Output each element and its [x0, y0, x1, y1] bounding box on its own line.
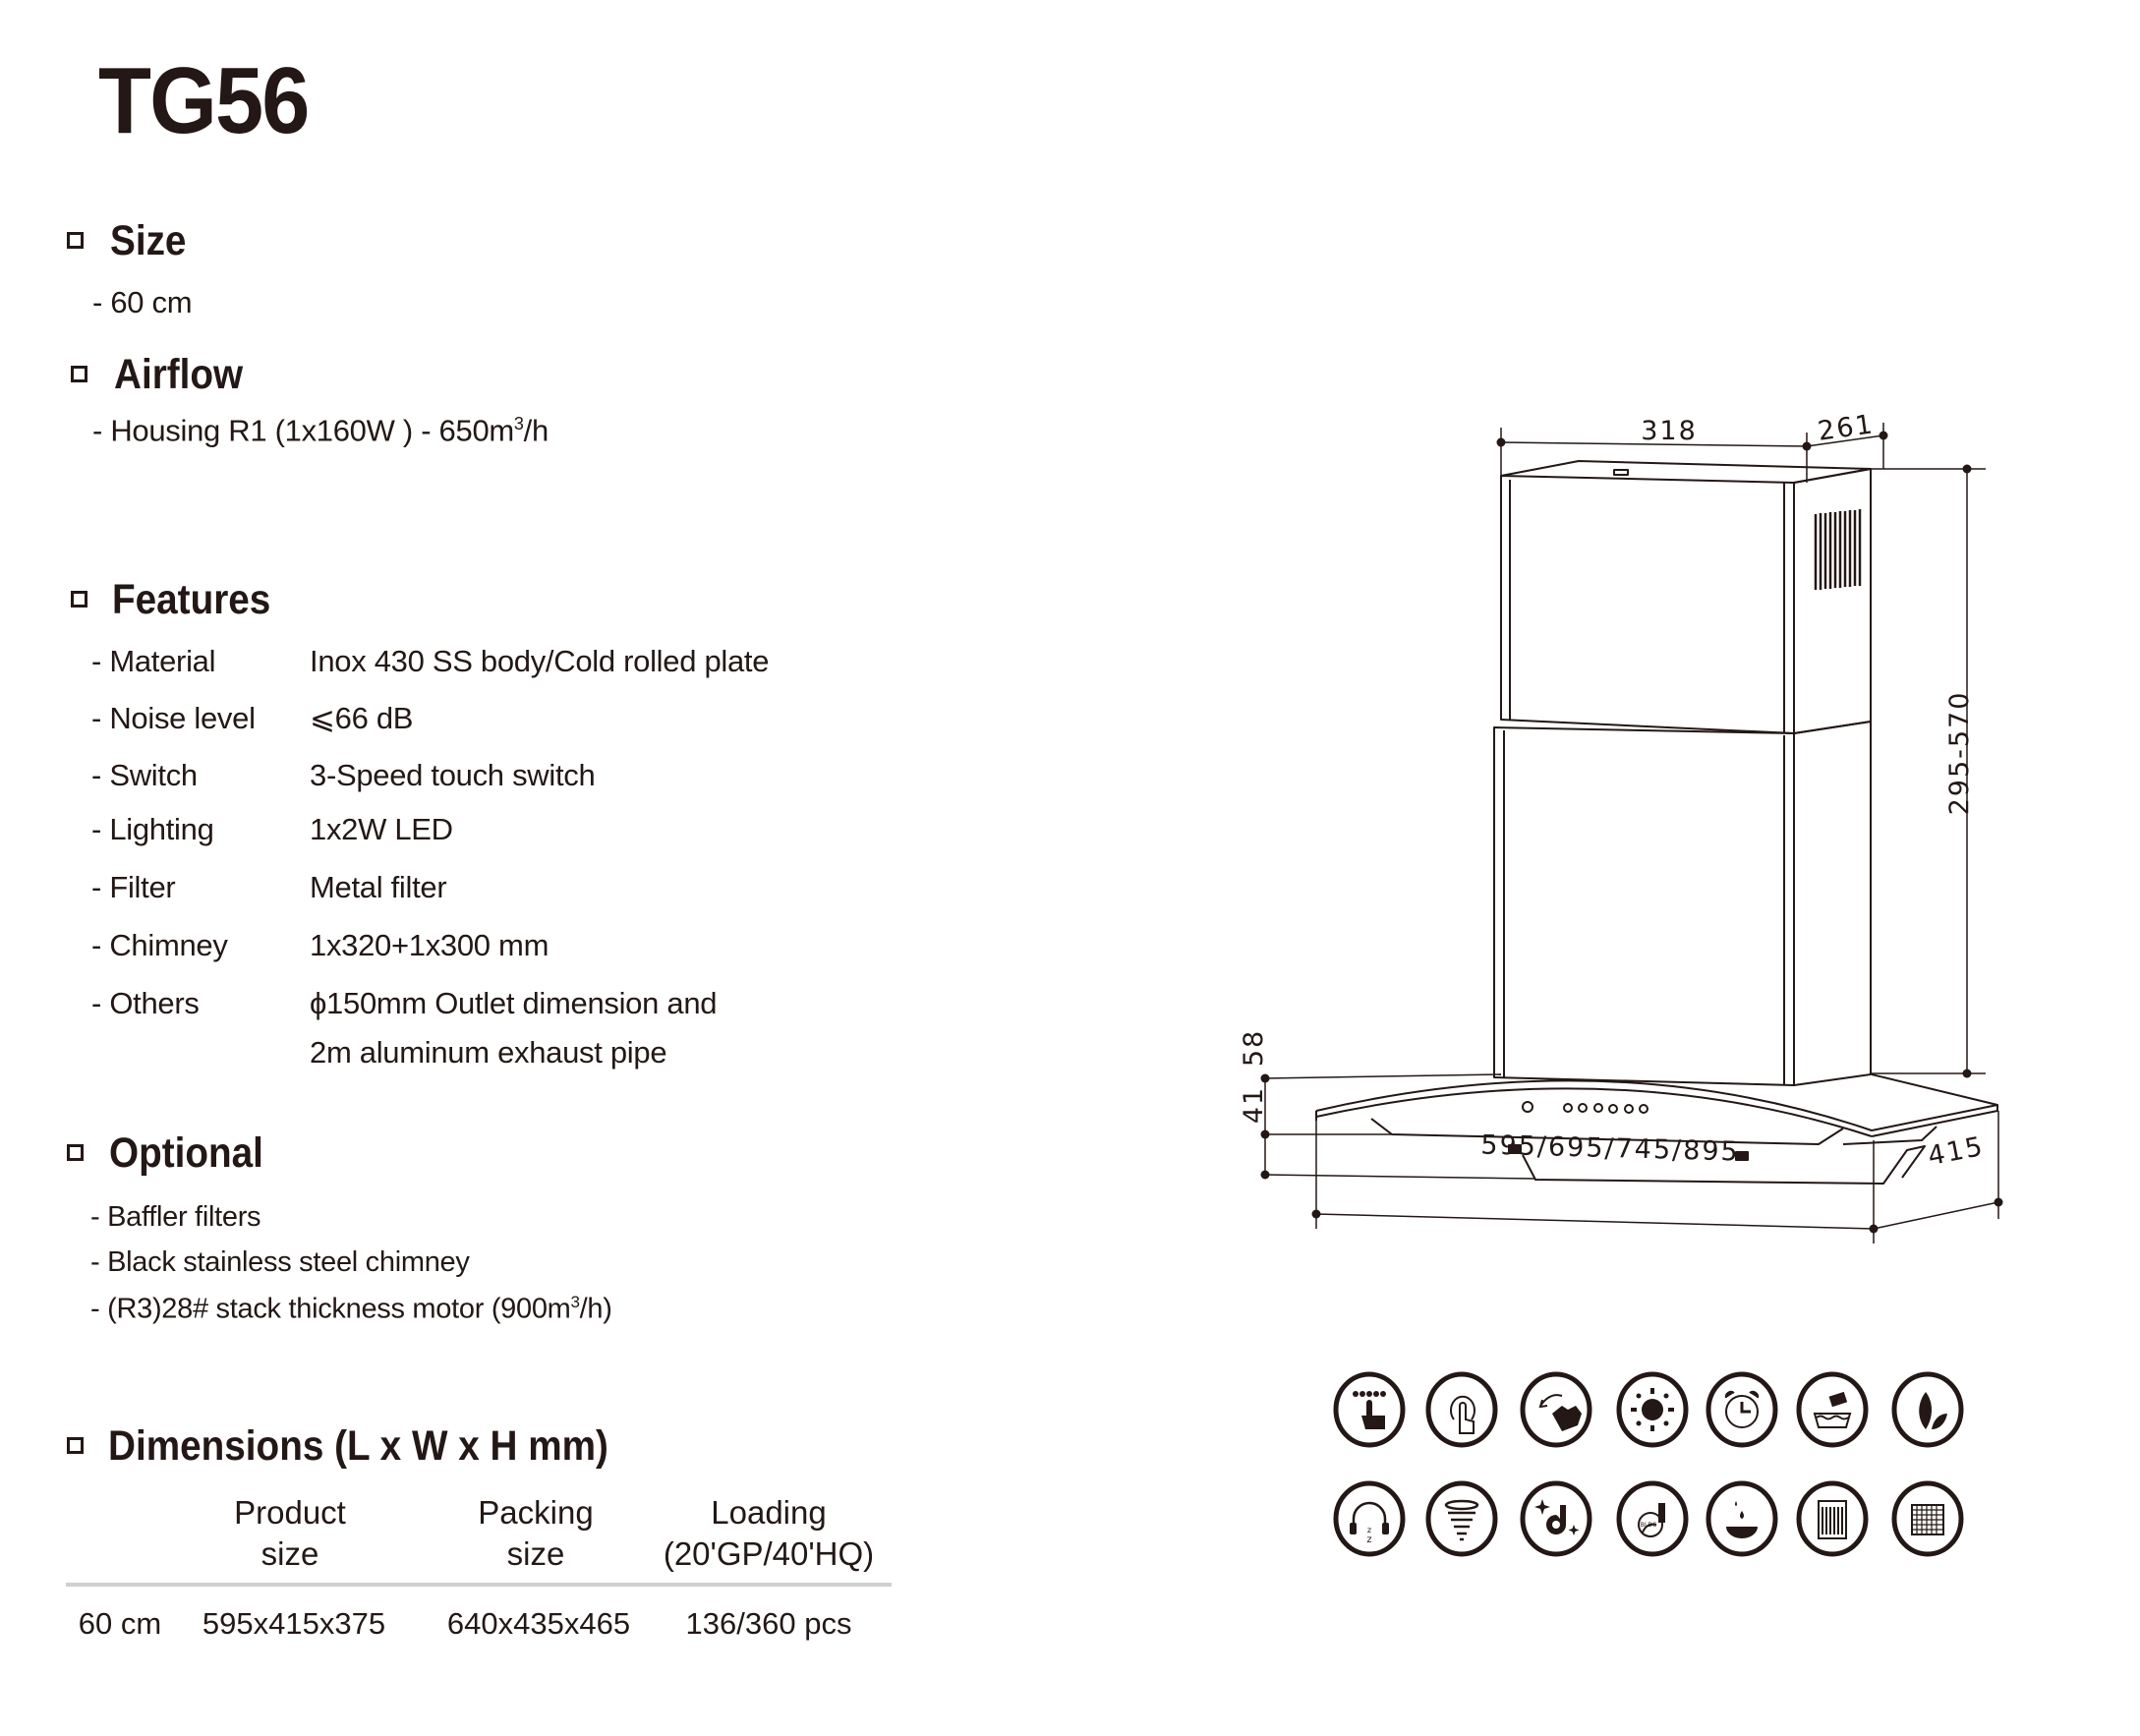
cell-packing-size: 640x435x465	[446, 1606, 631, 1641]
dim-hood-height-1: 58	[1239, 1029, 1269, 1067]
optional-item: - Black stainless steel chimney	[90, 1246, 470, 1278]
hood-glass-top	[1315, 1073, 1998, 1131]
svg-text:BLDC: BLDC	[1641, 1522, 1656, 1529]
optional-item: - Baffler filters	[90, 1201, 261, 1233]
oil-cup-icon	[1705, 1479, 1779, 1558]
dim-hood-height-2: 41	[1239, 1086, 1269, 1124]
size-heading: Size	[110, 217, 187, 264]
mesh-filter-icon	[1890, 1479, 1965, 1558]
feature-label: - Others	[91, 986, 200, 1020]
dim-width-top: 318	[1641, 416, 1698, 446]
feature-label: - Switch	[91, 758, 198, 792]
gesture-touch-icon	[1424, 1370, 1499, 1449]
tornado-suction-icon	[1424, 1479, 1499, 1558]
feature-value: ⩽66 dB	[310, 701, 414, 735]
dim-depth: 415	[1926, 1131, 1987, 1172]
timer-icon	[1705, 1370, 1779, 1449]
feature-value: Inox 430 SS body/Cold rolled plate	[310, 644, 770, 678]
feature-value: 1x320+1x300 mm	[310, 928, 549, 962]
feature-label: - Chimney	[91, 928, 228, 962]
feature-label: - Material	[91, 644, 216, 678]
cell-size: 60 cm	[78, 1606, 162, 1641]
touch-control-icon	[1332, 1370, 1407, 1449]
feature-value: 3-Speed touch switch	[310, 758, 596, 792]
feature-label: - Lighting	[91, 812, 214, 846]
table-divider	[66, 1583, 892, 1587]
eco-leaf-icon	[1890, 1370, 1965, 1449]
dim-width: 595/695/745/895	[1480, 1130, 1740, 1168]
feature-value: ϕ150mm Outlet dimension and	[310, 986, 718, 1020]
features-heading: Features	[112, 576, 271, 623]
upper-chimney-side	[1793, 468, 1872, 734]
upper-chimney-front	[1500, 475, 1795, 734]
size-value: - 60 cm	[92, 285, 193, 319]
dim-depth-top: 261	[1816, 409, 1876, 447]
checkbox-bullet-icon	[67, 232, 84, 249]
bldc-motor-icon: BLDC	[1615, 1479, 1690, 1558]
light-icon	[1615, 1370, 1690, 1449]
power-button-icon	[1522, 1101, 1533, 1113]
optional-heading: Optional	[109, 1129, 263, 1177]
checkbox-bullet-icon	[71, 366, 87, 382]
checkbox-bullet-icon	[71, 591, 87, 608]
optional-item: - (R3)28# stack thickness motor (900m3/h…	[90, 1293, 612, 1325]
header-loading: Loading(20'GP/40'HQ)	[663, 1494, 875, 1572]
wave-gesture-icon	[1519, 1370, 1593, 1449]
washable-icon	[1795, 1370, 1870, 1449]
feature-value: 1x2W LED	[310, 812, 453, 846]
checkbox-bullet-icon	[67, 1144, 84, 1161]
svg-text:z: z	[1367, 1526, 1371, 1534]
dim-chimney-height: 295-570	[1944, 691, 1975, 816]
lower-chimney-front	[1493, 726, 1795, 1086]
dimensions-heading: Dimensions (L x W x H mm)	[108, 1422, 608, 1470]
airflow-heading: Airflow	[114, 351, 244, 398]
svg-text:z: z	[1366, 1534, 1371, 1545]
airflow-value: - Housing R1 (1x160W ) - 650m3/h	[92, 413, 549, 448]
feature-label: - Noise level	[91, 701, 256, 735]
product-title: TG56	[98, 48, 310, 153]
vent-grille	[1814, 509, 1862, 590]
feature-value: Metal filter	[310, 870, 447, 904]
cell-loading: 136/360 pcs	[685, 1606, 852, 1641]
clean-motor-icon	[1519, 1479, 1593, 1558]
cell-product-size: 595x415x375	[202, 1606, 386, 1641]
feature-value: 2m aluminum exhaust pipe	[310, 1035, 667, 1070]
baffle-filter-icon	[1795, 1479, 1870, 1558]
feature-label: - Filter	[91, 870, 176, 904]
checkbox-bullet-icon	[67, 1437, 84, 1454]
